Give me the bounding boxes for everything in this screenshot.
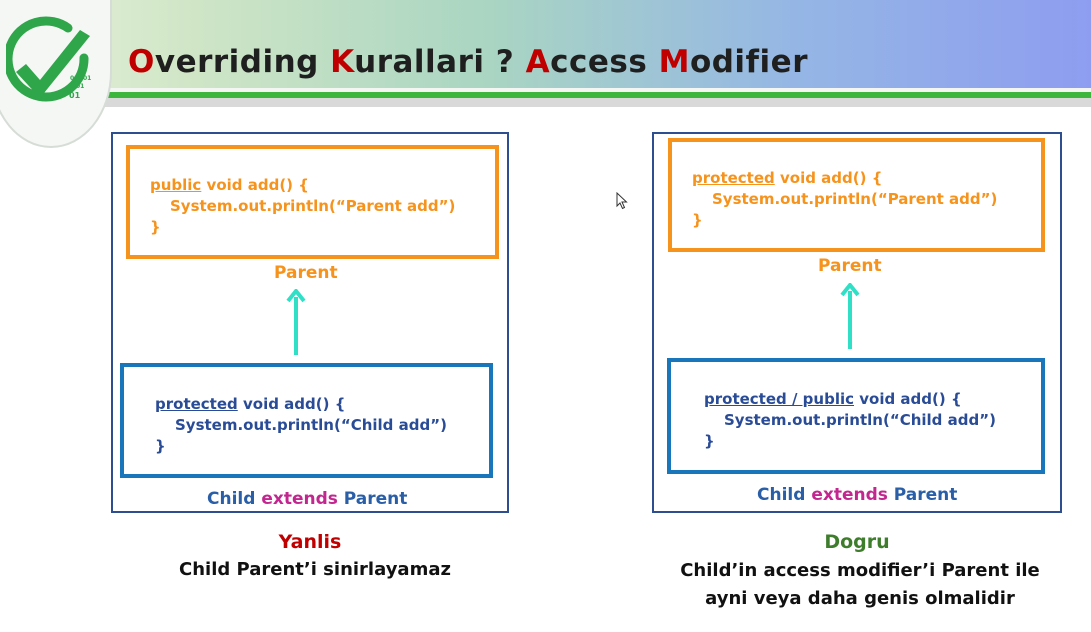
parent-code-box: protected void add() { System.out.printl… — [668, 138, 1045, 252]
method-close-brace: } — [704, 432, 715, 450]
access-modifier: protected — [155, 395, 238, 413]
parent-label: Parent — [818, 256, 882, 276]
wrong-caption: Child Parent’i sinirlayamaz — [150, 556, 480, 584]
access-modifier: protected / public — [704, 390, 855, 408]
parent-word: Parent — [337, 489, 408, 509]
parent-code-box: public void add() { System.out.println(“… — [126, 145, 499, 259]
logo-digit: 01 — [83, 75, 91, 82]
title-initial: A — [525, 44, 551, 80]
header-divider-gray — [100, 98, 1091, 107]
method-body: System.out.println(“Child add”) — [175, 416, 447, 434]
correct-verdict: Dogru — [824, 531, 890, 553]
method-close-brace: } — [155, 437, 166, 455]
caption-line: Child’in access modifier’i Parent ile — [680, 560, 1040, 581]
title-initial: O — [128, 44, 155, 80]
method-signature: public void add() { — [150, 175, 495, 196]
signature-rest: void add() { — [201, 176, 309, 194]
signature-rest: void add() { — [774, 169, 883, 187]
child-extends-label: Child extends Parent — [757, 485, 957, 505]
signature-rest: void add() { — [237, 395, 346, 413]
title-initial: M — [658, 44, 690, 80]
title-word: ccess — [550, 44, 659, 80]
parent-label: Parent — [274, 263, 338, 283]
method-body: System.out.println(“Parent add”) — [712, 190, 998, 208]
access-modifier: public — [150, 176, 202, 194]
checkmark-logo-icon: 01 01 01 01 — [6, 16, 91, 102]
title-initial: K — [330, 44, 355, 80]
access-modifier: protected — [692, 169, 775, 187]
method-signature: protected / public void add() { — [704, 389, 1041, 410]
child-word: Child — [757, 485, 812, 505]
extends-keyword: extends — [811, 485, 888, 505]
correct-caption: Child’in access modifier’i Parent ile ay… — [655, 557, 1065, 613]
method-body: System.out.println(“Child add”) — [724, 411, 996, 429]
child-code-box: protected / public void add() { System.o… — [667, 358, 1045, 474]
title-word: verriding — [154, 44, 331, 80]
logo-digit: 01 — [70, 75, 78, 82]
wrong-verdict: Yanlis — [278, 531, 342, 553]
header-divider-green — [100, 92, 1091, 98]
inheritance-arrow-icon — [286, 289, 306, 355]
signature-rest: void add() { — [854, 390, 962, 408]
header-band — [0, 0, 1091, 94]
inheritance-arrow-icon — [840, 283, 860, 349]
slide-title: Overriding Kurallari ? Access Modifier — [128, 44, 808, 86]
method-body: System.out.println(“Parent add”) — [170, 197, 456, 215]
title-word: urallari ? — [354, 44, 526, 80]
method-signature: protected void add() { — [692, 168, 1041, 189]
child-code-box: protected void add() { System.out.printl… — [120, 363, 493, 478]
caption-line: ayni veya daha genis olmalidir — [705, 588, 1015, 609]
parent-word: Parent — [887, 485, 958, 505]
method-close-brace: } — [150, 218, 161, 236]
logo-digit: 01 — [69, 91, 81, 100]
title-word: odifier — [689, 44, 808, 80]
mouse-cursor-icon — [616, 192, 628, 210]
method-signature: protected void add() { — [155, 394, 489, 415]
header-divider-light — [100, 88, 1091, 92]
logo-digit: 01 — [76, 83, 84, 90]
extends-keyword: extends — [261, 489, 338, 509]
caption-line: Child Parent’i sinirlayamaz — [179, 559, 451, 580]
child-word: Child — [207, 489, 262, 509]
child-extends-label: Child extends Parent — [207, 489, 407, 509]
method-close-brace: } — [692, 211, 703, 229]
